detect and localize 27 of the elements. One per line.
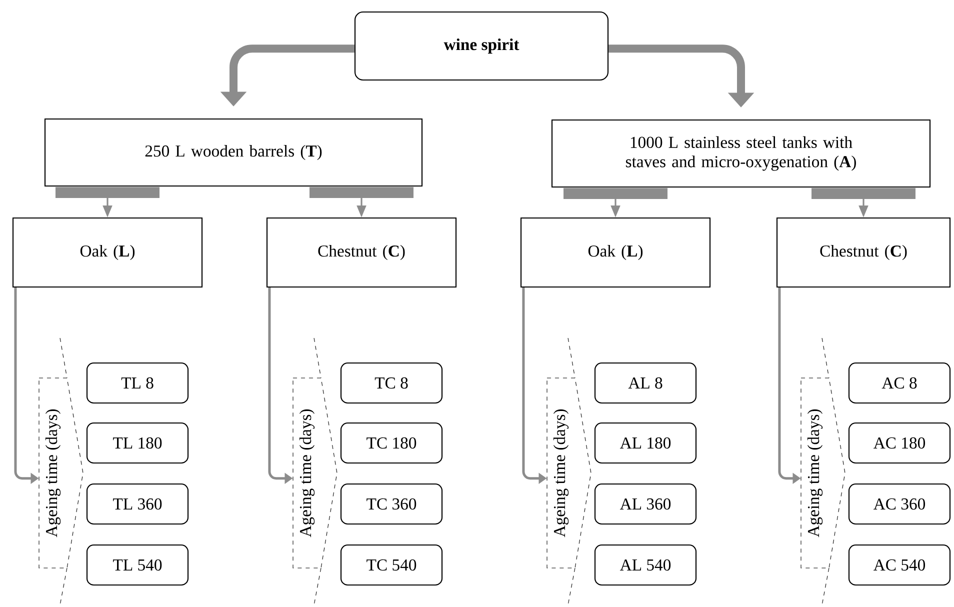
process-box: wine spirit	[354, 11, 609, 81]
timeline-chevron: Ageing time (days)	[38, 338, 84, 606]
sample-box: TC 8	[340, 362, 443, 404]
sample-box: AL 540	[594, 544, 697, 586]
sample-box: TC 540	[340, 544, 443, 586]
sample-box: TL 360	[86, 483, 189, 525]
timeline-chevron: Ageing time (days)	[292, 338, 338, 606]
sample-box: AC 540	[848, 544, 951, 586]
category-box: Oak (L)	[12, 217, 203, 288]
timeline-chevron: Ageing time (days)	[800, 338, 846, 606]
category-box: Chestnut (C)	[266, 217, 457, 288]
sample-box: TC 180	[340, 422, 443, 464]
sample-box: AL 8	[594, 362, 697, 404]
sample-box: AC 360	[848, 483, 951, 525]
sample-box: AL 360	[594, 483, 697, 525]
category-box: Oak (L)	[520, 217, 711, 288]
sample-box: TL 540	[86, 544, 189, 586]
timeline-chevron: Ageing time (days)	[546, 338, 592, 606]
sample-box: AC 8	[848, 362, 951, 404]
category-box: 1000 L stainless steel tanks with staves and micro-oxygenation (A)	[551, 119, 931, 188]
sample-box: TL 180	[86, 422, 189, 464]
sample-box: TC 360	[340, 483, 443, 525]
sample-box: AC 180	[848, 422, 951, 464]
sample-box: AL 180	[594, 422, 697, 464]
sample-box: TL 8	[86, 362, 189, 404]
category-box: Chestnut (C)	[776, 217, 951, 288]
category-box: 250 L wooden barrels (T)	[44, 118, 423, 187]
